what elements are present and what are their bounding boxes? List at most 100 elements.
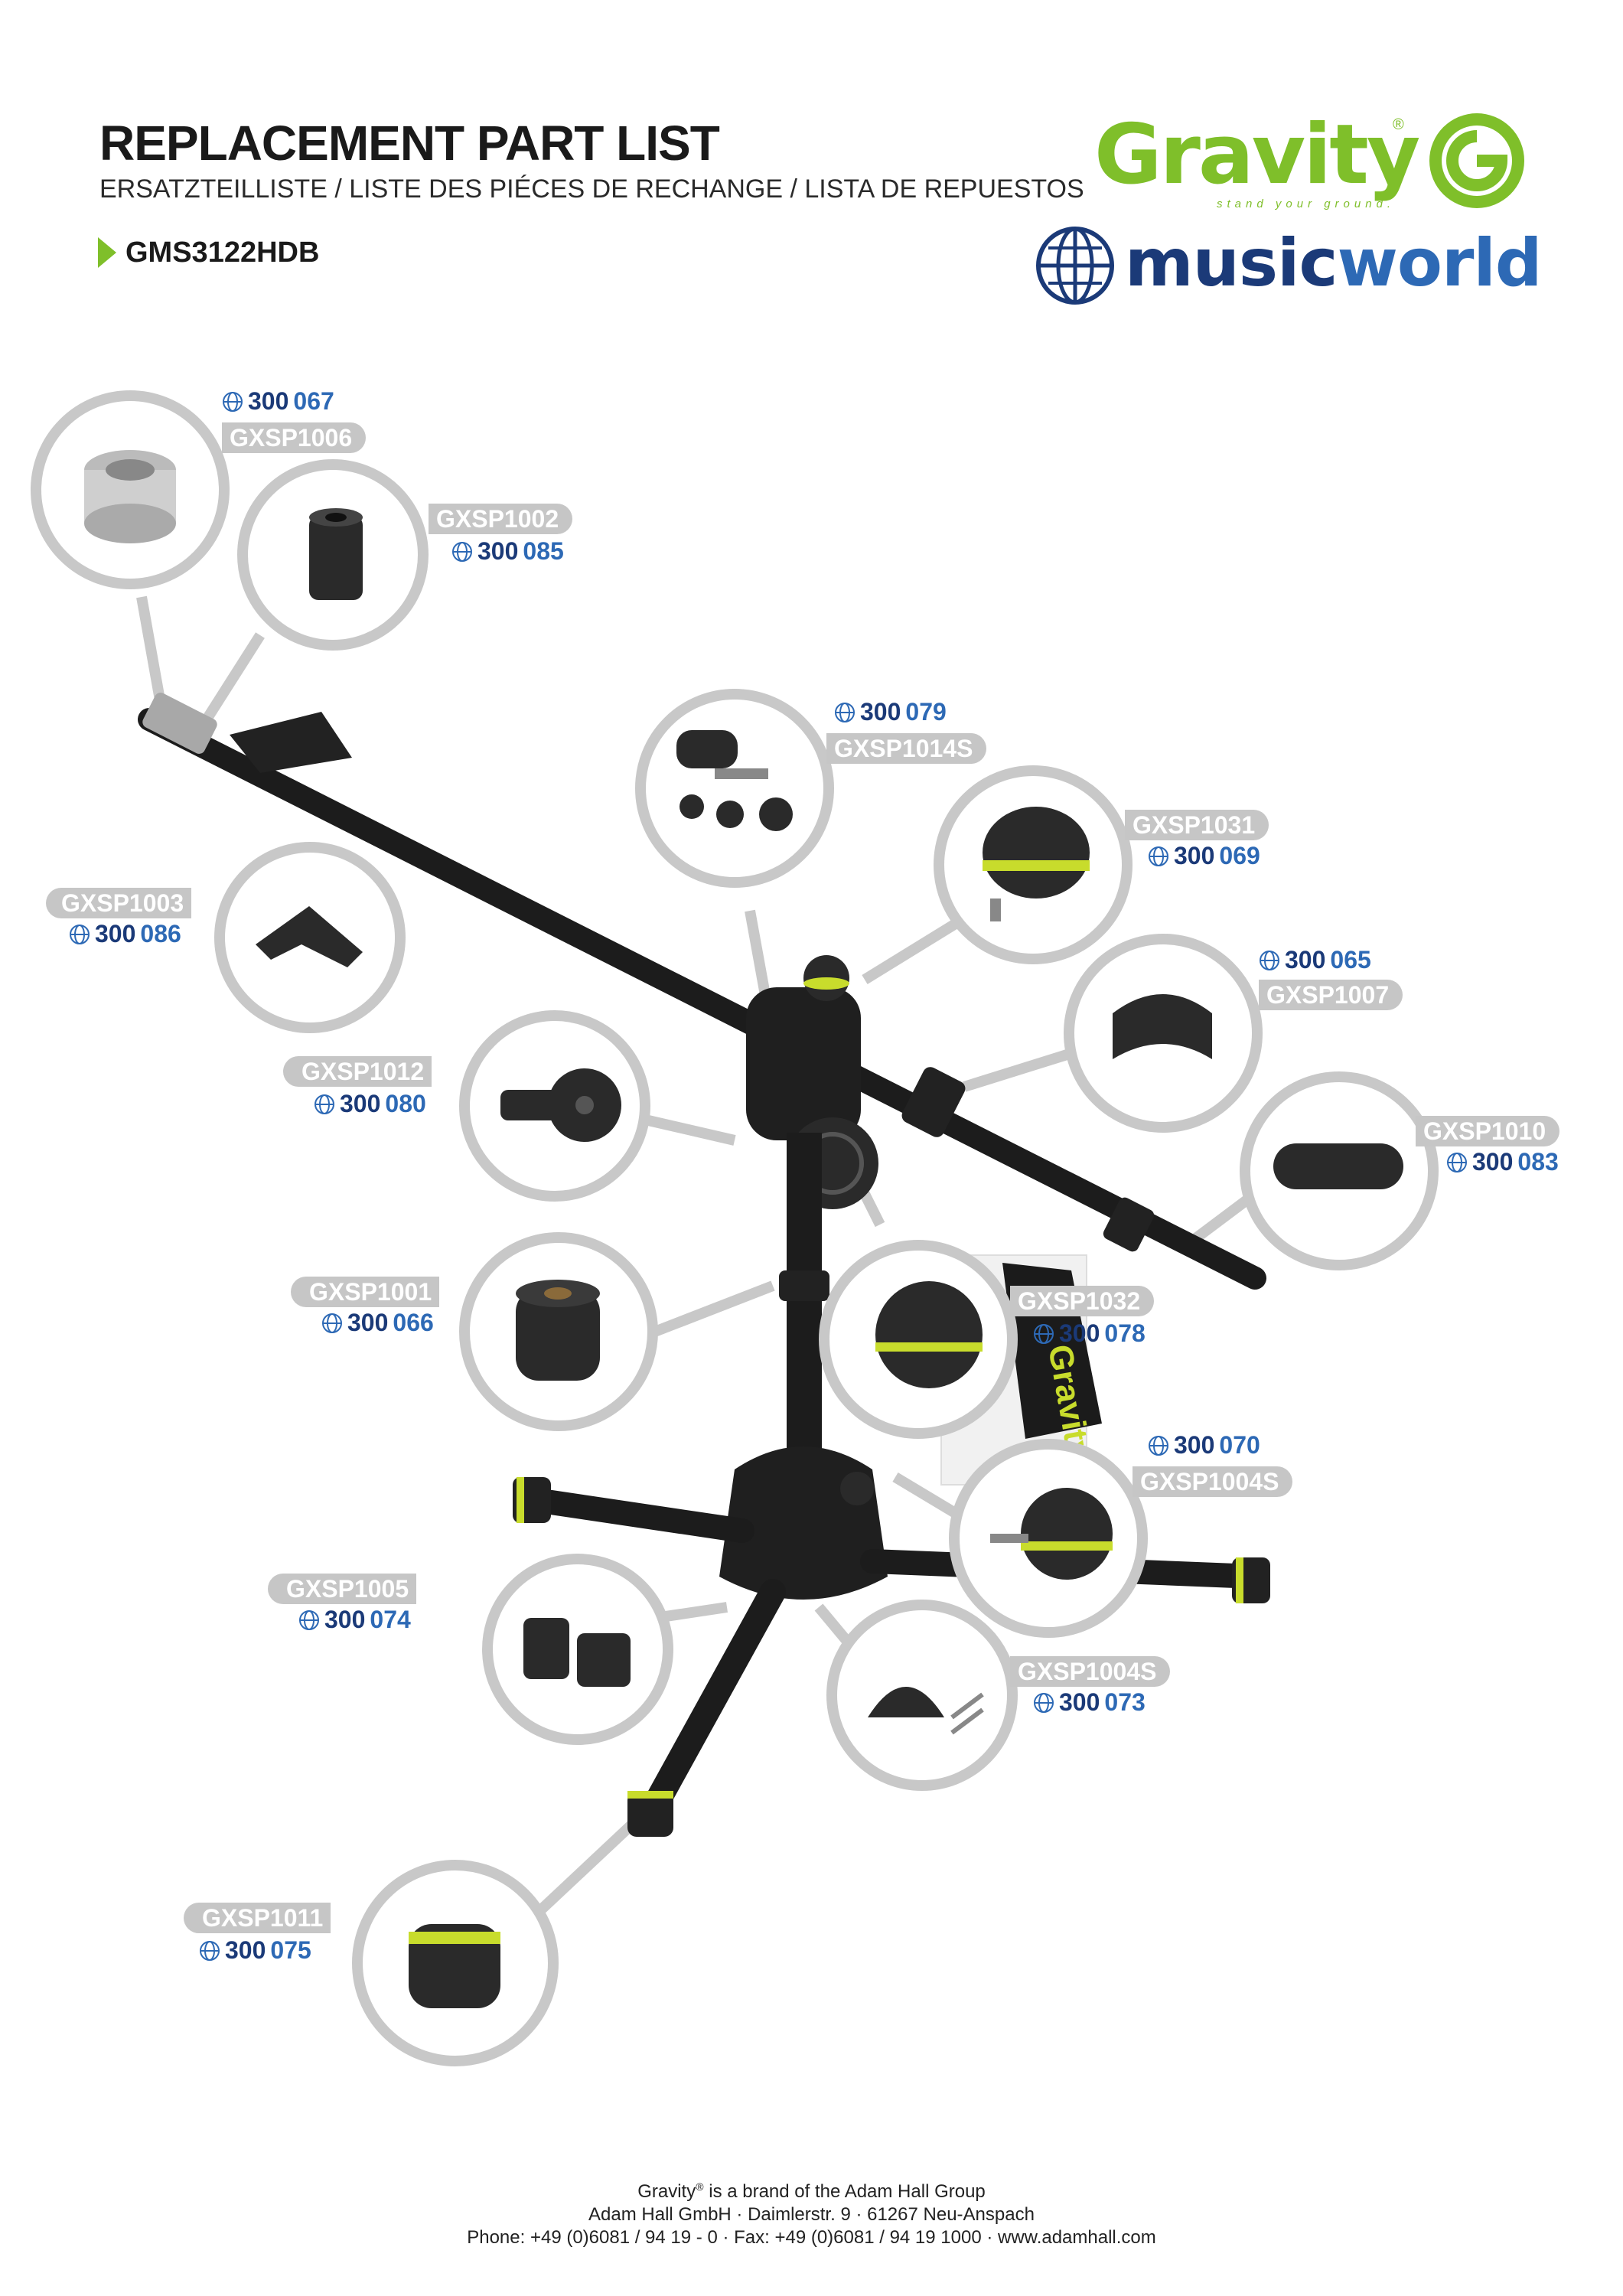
musicworld-globe-icon — [200, 1940, 220, 1961]
musicworld-globe-icon — [1036, 227, 1114, 305]
musicworld-globe-icon — [1149, 846, 1168, 866]
musicworld-logo-wordmark: musicworld — [1125, 225, 1542, 302]
part-label-gxsp1006: GXSP1006 — [222, 422, 367, 453]
order-number-suffix: 080 — [385, 1090, 426, 1117]
boom-end-icon — [500, 1068, 621, 1142]
musicworld-globe-icon — [452, 541, 472, 562]
part-label-gxsp1001: GXSP1001 — [291, 1277, 440, 1307]
part-label-gxsp1005: GXSP1005 — [268, 1574, 417, 1604]
page-subtitle: ERSATZTEILLISTE / LISTE DES PIÉCES DE RE… — [99, 174, 1084, 204]
rubber-foot-icon — [409, 1924, 500, 2008]
order-number-suffix: 085 — [523, 537, 564, 565]
musicworld-globe-icon — [223, 391, 243, 412]
cable-clip-icon — [1113, 994, 1212, 1059]
counterweight-icon — [1273, 1143, 1403, 1189]
order-number-suffix: 083 — [1517, 1148, 1559, 1176]
order-number-prefix: 300 — [225, 1936, 266, 1964]
order-number-prefix: 300 — [324, 1606, 366, 1633]
clamp-set-icon — [676, 730, 793, 831]
order-number-prefix: 300 — [1059, 1688, 1100, 1716]
order-number-prefix: 300 — [95, 920, 136, 947]
footer-registered: ® — [696, 2180, 704, 2193]
musicworld-globe-icon — [70, 924, 90, 944]
order-number-prefix: 300 — [860, 698, 901, 726]
musicworld-globe-icon — [322, 1313, 342, 1333]
musicworld-globe-icon — [299, 1609, 319, 1630]
callout-circle-gxsp1005 — [482, 1554, 673, 1745]
callout-circle-gxsp1010 — [1240, 1071, 1439, 1270]
order-number-suffix: 078 — [1104, 1319, 1146, 1347]
footer-line-2: Adam Hall GmbH · Daimlerstr. 9 · 61267 N… — [588, 2204, 1035, 2225]
footer: Gravity® is a brand of the Adam Hall Gro… — [0, 2175, 1623, 2249]
musicworld-part1: music — [1125, 225, 1338, 302]
order-number-suffix: 073 — [1104, 1688, 1146, 1716]
gravity-g-logo-icon — [1429, 113, 1524, 208]
part-label-gxsp1011: GXSP1011 — [184, 1903, 331, 1933]
gravity-logo-tagline: stand your ground. — [1217, 197, 1396, 210]
order-number-prefix: 300 — [248, 387, 289, 415]
clip-icon — [256, 906, 363, 967]
footer-brand: Gravity — [637, 2181, 696, 2202]
order-number-suffix: 075 — [270, 1936, 311, 1964]
callout-circle-gxsp1006 — [31, 390, 230, 589]
order-number-prefix: 300 — [1285, 946, 1326, 974]
order-number-prefix: 300 — [347, 1309, 389, 1336]
gravity-logo-wordmark: Gravity — [1094, 107, 1420, 203]
part-label-gxsp1003: GXSP1003 — [46, 888, 192, 918]
order-number-suffix: 066 — [393, 1309, 434, 1336]
part-label-gxsp1004s-b: GXSP1004S — [1010, 1656, 1171, 1687]
order-number-prefix: 300 — [1174, 1431, 1215, 1459]
musicworld-part2: world — [1337, 225, 1542, 302]
part-label-gxsp1004s-a: GXSP1004S — [1133, 1466, 1293, 1497]
callout-circle-gxsp1011 — [352, 1860, 559, 2066]
callout-circle-gxsp1001 — [459, 1232, 658, 1431]
order-number-suffix: 079 — [905, 698, 947, 726]
height-knob-icon — [875, 1281, 983, 1388]
musicworld-globe-icon — [1447, 1152, 1467, 1172]
part-label-gxsp1002: GXSP1002 — [429, 504, 573, 534]
gravity-logo-registered: ® — [1393, 116, 1404, 133]
tube-cap-icon — [516, 1280, 600, 1381]
musicworld-globe-icon — [1149, 1435, 1168, 1456]
part-label-gxsp1007: GXSP1007 — [1259, 980, 1403, 1010]
musicworld-globe-icon — [1034, 1692, 1054, 1713]
end-cap-icon — [309, 508, 363, 600]
musicworld-globe-icon — [1260, 950, 1279, 970]
page-title: REPLACEMENT PART LIST — [99, 116, 720, 171]
thread-adapter-icon — [84, 450, 176, 543]
musicworld-globe-icon — [1034, 1323, 1054, 1344]
order-number-prefix: 300 — [477, 537, 519, 565]
footer-brand-text: is a brand of the Adam Hall Group — [703, 2181, 986, 2202]
footer-line-1: Gravity® is a brand of the Adam Hall Gro… — [0, 2175, 1623, 2203]
part-label-gxsp1012: GXSP1012 — [283, 1056, 432, 1087]
callout-circle-gxsp1007 — [1064, 934, 1263, 1133]
callout-circle-gxsp1004s-b — [826, 1600, 1018, 1791]
callout-circle-gxsp1032 — [819, 1240, 1018, 1439]
order-number-suffix: 086 — [140, 920, 181, 947]
callout-circle-gxsp1002 — [237, 459, 429, 651]
order-number-prefix: 300 — [1472, 1148, 1514, 1176]
musicworld-globe-icon — [835, 702, 855, 722]
order-number-prefix: 300 — [1174, 842, 1215, 869]
callout-circle-gxsp1004s-a — [949, 1439, 1148, 1638]
leg-joint-icon — [523, 1618, 631, 1687]
order-number-suffix: 065 — [1330, 946, 1371, 974]
part-label-gxsp1031: GXSP1031 — [1125, 810, 1269, 840]
order-number-prefix: 300 — [1059, 1319, 1100, 1347]
order-number-suffix: 069 — [1219, 842, 1260, 869]
order-number-prefix: 300 — [340, 1090, 381, 1117]
order-number-suffix: 067 — [293, 387, 334, 415]
